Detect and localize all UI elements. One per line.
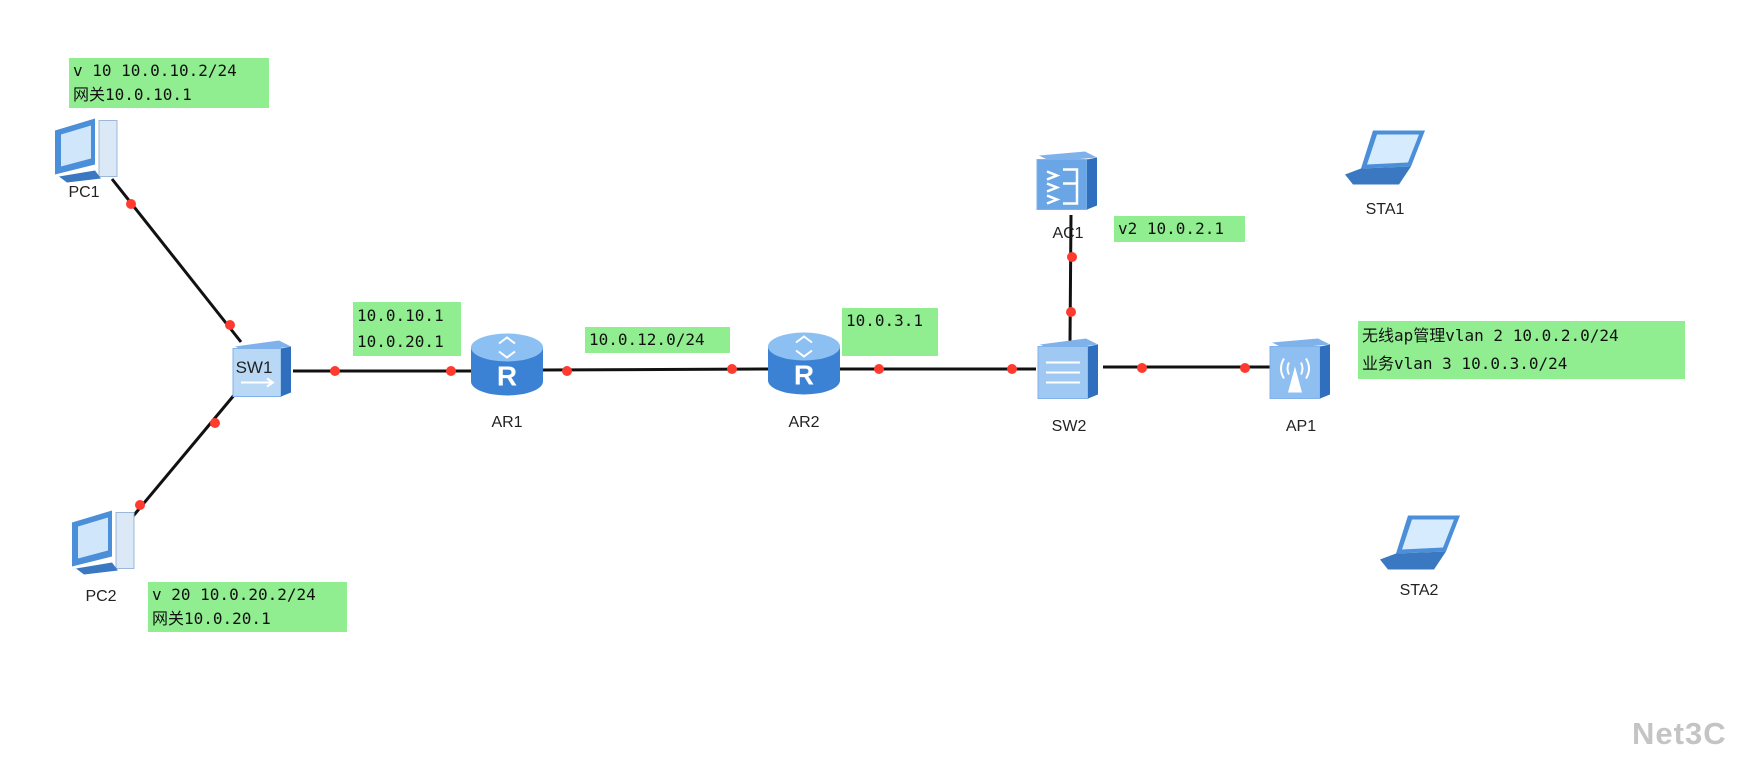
port-dot [562,366,572,376]
laptop-icon [1380,515,1460,570]
sw1-label: SW1 [235,358,273,377]
pc2-label: PC2 [85,588,117,605]
sw1-device[interactable] [229,335,295,406]
watermark-logo: Net3C [1632,716,1727,751]
port-dot [1007,364,1017,374]
note-line: 网关10.0.20.1 [152,609,271,628]
access-point-icon [1269,338,1330,399]
port-dot [126,199,136,209]
router-icon: R [471,333,543,396]
sta2-label: STA2 [1399,582,1439,599]
note-ar2[interactable]: 10.0.3.1 [842,308,938,356]
port-dot [210,418,220,428]
pc1-label: PC1 [68,184,100,201]
note-wlan[interactable]: 无线ap管理vlan 2 10.0.2.0/24 业务vlan 3 10.0.3… [1358,321,1685,379]
note-line: 网关10.0.10.1 [73,85,192,104]
link-ar1-ar2[interactable] [539,367,773,372]
link-ac1-sw2[interactable] [1068,214,1073,343]
note-line: 10.0.3.1 [846,311,924,330]
ar2-label: AR2 [788,414,820,431]
laptop-icon [1345,130,1425,185]
sw2-device[interactable] [1034,333,1104,408]
ar1-label: AR1 [491,414,523,431]
port-dot [225,320,235,330]
router-icon: R [768,332,840,395]
pc-icon [72,510,135,575]
note-line: 业务vlan 3 10.0.3.0/24 [1362,354,1568,373]
port-dot [1240,363,1250,373]
ap1-device[interactable] [1266,333,1336,408]
ar2-device[interactable]: R [766,331,842,402]
port-dot [1137,363,1147,373]
access-controller-icon [1036,151,1097,210]
note-line: 10.0.12.0/24 [589,330,705,349]
note-line: 无线ap管理vlan 2 10.0.2.0/24 [1362,326,1619,345]
sw2-label: SW2 [1051,418,1087,435]
ar1-device[interactable]: R [469,332,545,403]
switch-icon [1037,338,1098,399]
port-dot [446,366,456,376]
svg-text:R: R [497,361,517,392]
note-ac1[interactable]: v2 10.0.2.1 [1114,216,1245,242]
port-dot [1067,252,1077,262]
note-ar1[interactable]: 10.0.10.1 10.0.20.1 [353,302,461,356]
switch-icon [232,340,291,397]
sta1-device[interactable] [1343,127,1427,194]
port-dot [330,366,340,376]
pc2-device[interactable] [62,505,140,582]
port-dot [1066,307,1076,317]
link-sw1-pc2[interactable] [127,393,237,522]
pc1-device[interactable] [45,113,123,190]
note-pc2[interactable]: v 20 10.0.20.2/24 网关10.0.20.1 [148,582,347,632]
note-line: v2 10.0.2.1 [1118,219,1224,238]
sta2-device[interactable] [1378,512,1462,579]
svg-text:R: R [794,360,814,391]
sta1-label: STA1 [1365,201,1405,218]
note-link12[interactable]: 10.0.12.0/24 [585,327,730,353]
note-line: 10.0.10.1 [357,306,444,325]
note-line: v 10 10.0.10.2/24 [73,61,237,80]
note-pc1[interactable]: v 10 10.0.10.2/24 网关10.0.10.1 [69,58,269,108]
port-dot [135,500,145,510]
ac1-label: AC1 [1052,225,1084,242]
note-line: 10.0.20.1 [357,332,444,351]
pc-icon [55,118,118,183]
port-dot [727,364,737,374]
ac1-device[interactable] [1033,148,1103,219]
note-line: v 20 10.0.20.2/24 [152,585,316,604]
port-dot [874,364,884,374]
ap1-label: AP1 [1285,418,1317,435]
